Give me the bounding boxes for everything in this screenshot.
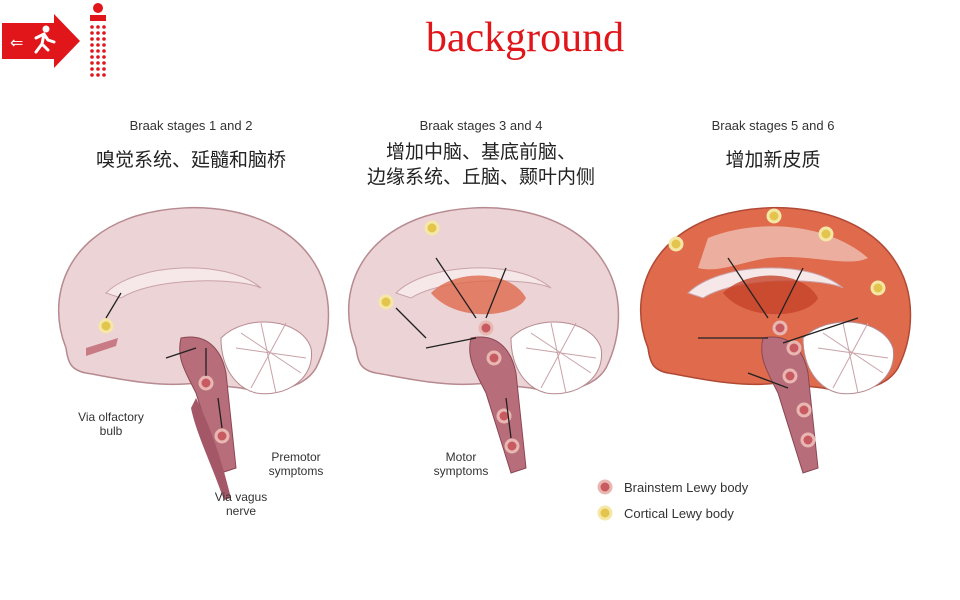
stage-label: Braak stages 1 and 2	[129, 118, 253, 133]
premotor-symptoms-label: Premotor symptoms	[268, 450, 324, 478]
olfactory-bulb-label: Via olfactory bulb	[78, 410, 144, 438]
brainstem-lewy-body-icon	[597, 479, 613, 495]
stage-label: Braak stages 5 and 6	[711, 118, 835, 133]
braak-panel-stage-1-2: Braak stages 1 and 2 嗅觉系统、延髓和脑桥 Via olfa…	[46, 110, 346, 530]
legend-label: Brainstem Lewy body	[624, 479, 749, 495]
legend-item-cortical: Cortical Lewy body	[596, 500, 836, 526]
logo	[86, 2, 110, 84]
region-label: 增加中脑、基底前脑、	[385, 141, 576, 163]
vagus-nerve-label: Via vagus nerve	[214, 490, 268, 518]
brain-diagram	[640, 207, 912, 474]
cortical-lewy-body-icon	[597, 505, 613, 521]
legend-item-brainstem: Brainstem Lewy body	[596, 474, 836, 500]
brain-diagram	[58, 207, 330, 500]
legend: Brainstem Lewy body Cortical Lewy body	[596, 474, 836, 526]
region-label: 增加新皮质	[725, 149, 821, 171]
braak-panel-stage-5-6: Braak stages 5 and 6 增加新皮质	[628, 110, 928, 530]
motor-symptoms-label: Motor symptoms	[433, 450, 489, 478]
legend-label: Cortical Lewy body	[624, 505, 734, 521]
stage-label: Braak stages 3 and 4	[419, 118, 543, 133]
svg-text:⇐: ⇐	[10, 33, 23, 52]
region-label: 嗅觉系统、延髓和脑桥	[95, 149, 286, 171]
slide-title: background	[425, 15, 625, 61]
exit-button[interactable]: ⇐	[2, 14, 80, 68]
exit-running-person-icon: ⇐	[2, 14, 80, 68]
region-label: 边缘系统、丘脑、颞叶内侧	[366, 166, 595, 188]
brain-diagram	[348, 207, 620, 474]
braak-panel-stage-3-4: Braak stages 3 and 4 增加中脑、基底前脑、 边缘系统、丘脑、…	[336, 110, 636, 530]
